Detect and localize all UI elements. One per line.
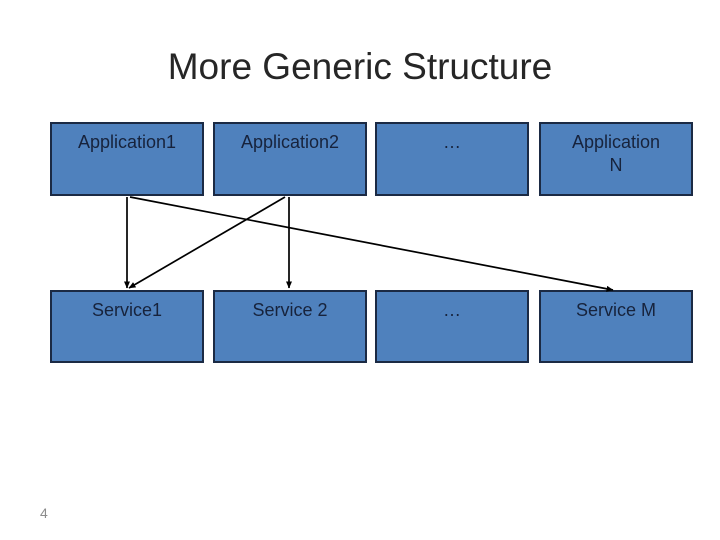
arrow-application-2-to-service-1 (128, 196, 286, 289)
application-ellipsis-box: … (375, 122, 529, 196)
application-n-box: Application N (539, 122, 693, 196)
page-number: 4 (40, 505, 48, 521)
service-ellipsis-label: … (443, 300, 461, 320)
service-m-box: Service M (539, 290, 693, 363)
application-2-label: Application2 (240, 132, 340, 152)
application-2-box: Application2 (213, 122, 367, 196)
application-1-label: Application1 (77, 132, 177, 152)
application-ellipsis-label: … (443, 132, 461, 152)
service-2-box: Service 2 (213, 290, 367, 363)
service-1-label: Service1 (91, 300, 163, 320)
application-1-box: Application1 (50, 122, 204, 196)
service-ellipsis-box: … (375, 290, 529, 363)
service-2-label: Service 2 (252, 300, 328, 320)
slide-title: More Generic Structure (167, 46, 553, 87)
arrow-application-1-to-service-m (129, 196, 614, 292)
service-1-box: Service1 (50, 290, 204, 363)
service-m-label: Service M (575, 300, 656, 320)
application-n-label: Application N (571, 132, 661, 175)
